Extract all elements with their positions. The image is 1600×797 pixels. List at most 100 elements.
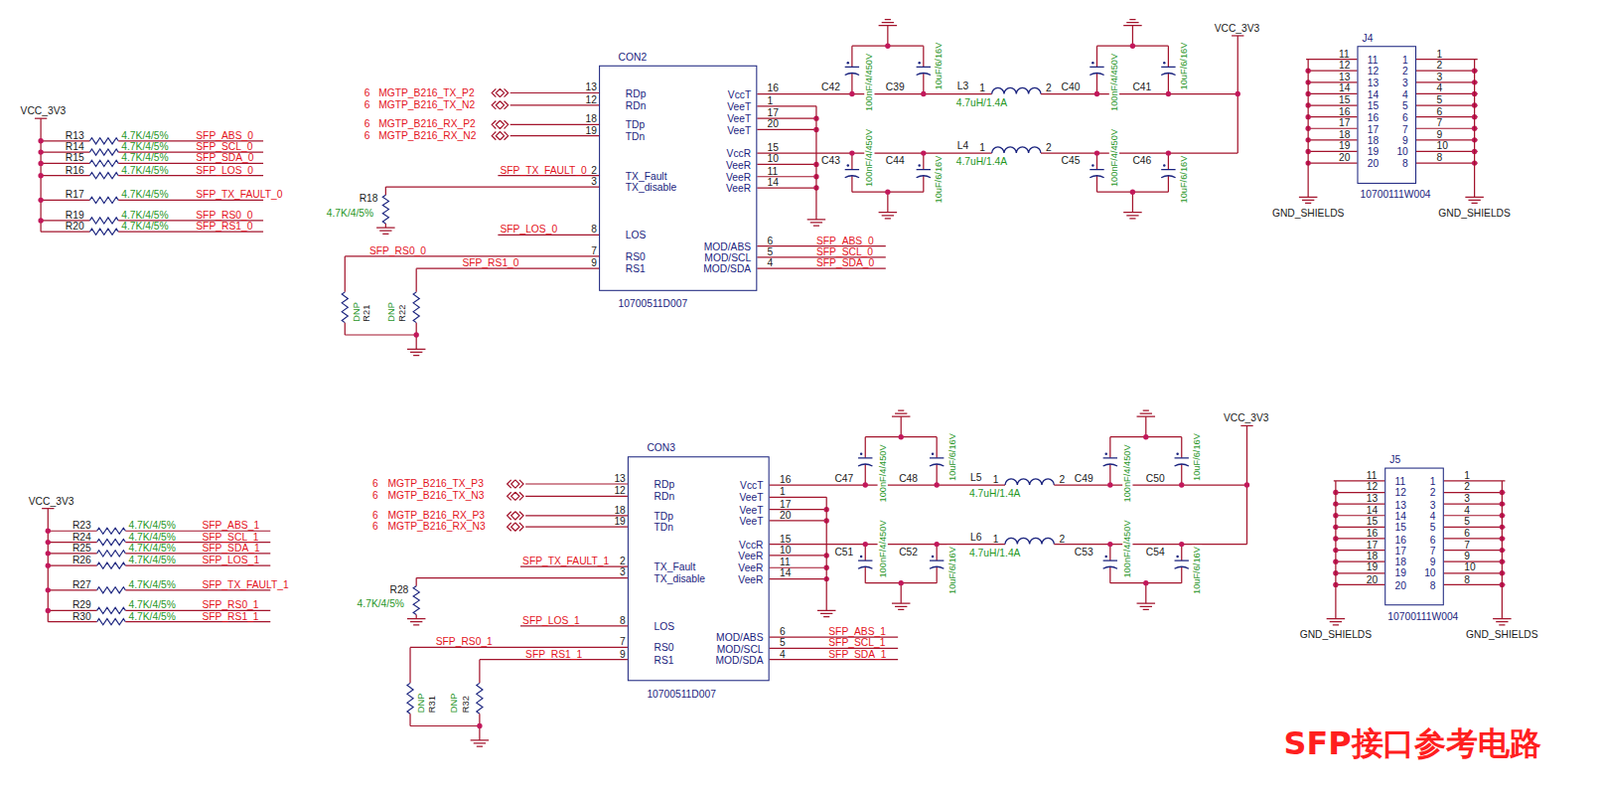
value-label: DNP: [385, 300, 396, 323]
pin-name: VeeT: [739, 491, 764, 504]
pin-number: 12: [1367, 65, 1379, 78]
designator: C45: [1061, 154, 1081, 166]
pin-name: TX_disable: [625, 181, 677, 194]
pin-number: 14: [1366, 503, 1378, 515]
pin-number: 16: [1394, 533, 1406, 546]
junction-dot: [898, 434, 904, 439]
net-label: SFP_LOS_0: [195, 163, 254, 175]
inductor-symbol: [992, 87, 1041, 94]
designator: R17: [65, 188, 85, 200]
net-label: SFP_SCL_0: [195, 141, 253, 152]
wire: [1132, 191, 1134, 213]
junction-dot: [37, 160, 43, 166]
value-label: 10uF/6/16V: [946, 545, 957, 595]
pin-number: 14: [1394, 510, 1406, 523]
value-label: DNP: [448, 692, 459, 715]
wire: [1145, 582, 1147, 604]
resistor-symbol: [89, 159, 119, 166]
designator: C44: [885, 154, 905, 166]
pin-number: 20: [1366, 573, 1378, 584]
wire: [1053, 483, 1247, 485]
capacitor-symbol: [1089, 169, 1104, 178]
pin-number: 8: [1437, 151, 1444, 163]
wire: [1416, 81, 1478, 83]
polarity-mark: [917, 61, 920, 64]
net-label: SFP_RS0_0: [369, 245, 427, 257]
net-label: MGTP_B216_TX_P2: [378, 86, 475, 98]
pin-name: VeeT: [727, 124, 751, 137]
wire: [1109, 436, 1111, 458]
net-label: MGTP_B216_RX_P3: [387, 509, 485, 521]
pin-number: 13: [585, 81, 597, 93]
net-label: SFP_RS0_1: [201, 598, 259, 610]
resistor-symbol: [97, 527, 127, 534]
designator: R30: [72, 609, 92, 621]
part-number: 10700511D007: [618, 297, 689, 310]
pin-number: 4: [1430, 510, 1437, 523]
pin-number: 6: [1463, 527, 1470, 539]
pin-name: VeeT: [739, 504, 764, 517]
pin-number: 9: [1430, 556, 1437, 569]
polarity-mark: [1091, 163, 1094, 166]
capacitor-symbol: [858, 457, 873, 466]
pin-number: 10: [1463, 561, 1475, 573]
junction-dot: [1130, 43, 1136, 49]
pin-number: 19: [1366, 561, 1378, 573]
pin-number: 17: [1367, 123, 1379, 136]
pin-number: 2: [1058, 532, 1065, 544]
wire: [1444, 583, 1506, 585]
net-label: 6: [372, 509, 379, 521]
pin-name: TDn: [625, 131, 645, 144]
value-label: DNP: [350, 300, 361, 323]
junction-dot: [45, 563, 51, 569]
net-label: SFP_SDA_1: [828, 647, 886, 659]
value-label: 4.7K/4/5%: [128, 554, 175, 566]
resistor-symbol: [89, 217, 119, 224]
pin-number: 18: [613, 504, 625, 516]
sheet-title: SFP接口参考电路: [1283, 724, 1541, 761]
pin-number: 16: [1367, 112, 1379, 125]
pin-number: 9: [1437, 129, 1444, 141]
wire: [886, 25, 888, 47]
net-label: SFP_SCL_1: [828, 636, 885, 648]
polarity-mark: [1163, 61, 1165, 64]
resistor-symbol: [413, 291, 420, 323]
ground-symbol: [1492, 618, 1511, 625]
pin-number: 20: [1394, 579, 1406, 591]
wire: [410, 725, 480, 727]
ground-symbol: [1137, 602, 1156, 609]
pin-number: 18: [1366, 550, 1378, 562]
net-label: GND_SHIELDS: [1300, 628, 1373, 640]
pin-number: 20: [1367, 157, 1379, 170]
polarity-mark: [847, 163, 850, 166]
pin-number: 19: [1338, 140, 1350, 151]
wire: [1180, 436, 1182, 458]
pin-number: 11: [767, 164, 779, 176]
net-label: SFP_SDA_0: [195, 151, 254, 163]
ground-symbol: [891, 410, 910, 417]
net-label: SFP_SDA_0: [816, 257, 874, 269]
polarity-mark: [1175, 555, 1178, 558]
wire: [815, 106, 817, 220]
pin-number: 4: [1437, 82, 1444, 94]
resistor-symbol: [89, 172, 119, 179]
wire: [344, 256, 346, 292]
wire: [756, 129, 817, 131]
net-label: SFP_RS0_1: [436, 635, 493, 647]
wire: [1145, 416, 1147, 437]
value-label: 10uF/6/16V: [933, 154, 944, 205]
value-label: 100nF/4/450V: [864, 128, 874, 188]
pin-number: 4: [779, 647, 786, 659]
pin-name: VeeR: [726, 182, 751, 195]
junction-dot: [849, 91, 855, 97]
ref-designator: CON3: [646, 441, 676, 454]
wire: [1096, 72, 1098, 94]
value-label: 4.7K/4/5%: [121, 141, 168, 152]
polarity-mark: [1163, 163, 1165, 166]
wiring: [0, 0, 1600, 776]
wire: [1444, 479, 1506, 481]
pin-name: RDn: [625, 100, 647, 113]
ref-designator: J4: [1362, 32, 1374, 45]
resistor-symbol: [89, 196, 119, 203]
wire: [478, 659, 480, 684]
